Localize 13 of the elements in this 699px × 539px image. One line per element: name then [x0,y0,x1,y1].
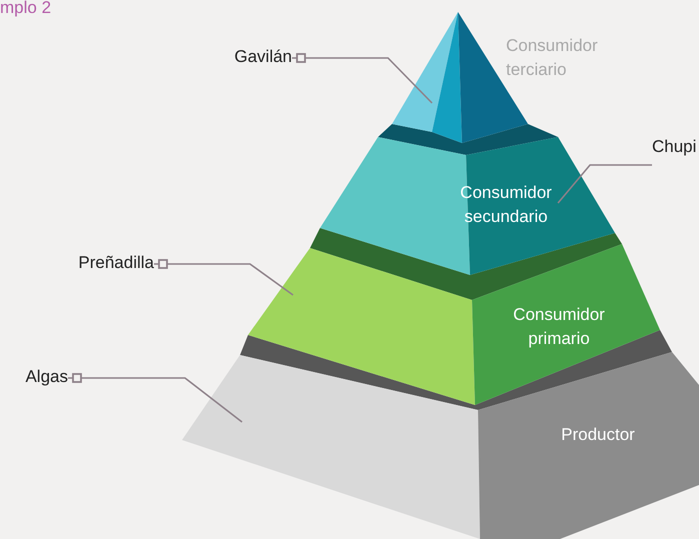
leader-line [68,373,242,423]
organism-name: Chupi [652,136,698,158]
level-text: Consumidor primario [512,304,606,350]
organism-name: Gavilán [233,46,292,68]
leader-line [557,164,652,204]
level-text: Consumidor terciario [506,35,599,81]
level-text: Consumidor secundario [459,182,553,228]
organism-name: Algas [24,366,68,388]
level-text: Productor [560,424,636,446]
leader-line [154,259,294,296]
organism-name: Preñadilla [77,252,154,274]
heading-text: mplo 2 [0,0,52,19]
leader-line [292,53,433,104]
